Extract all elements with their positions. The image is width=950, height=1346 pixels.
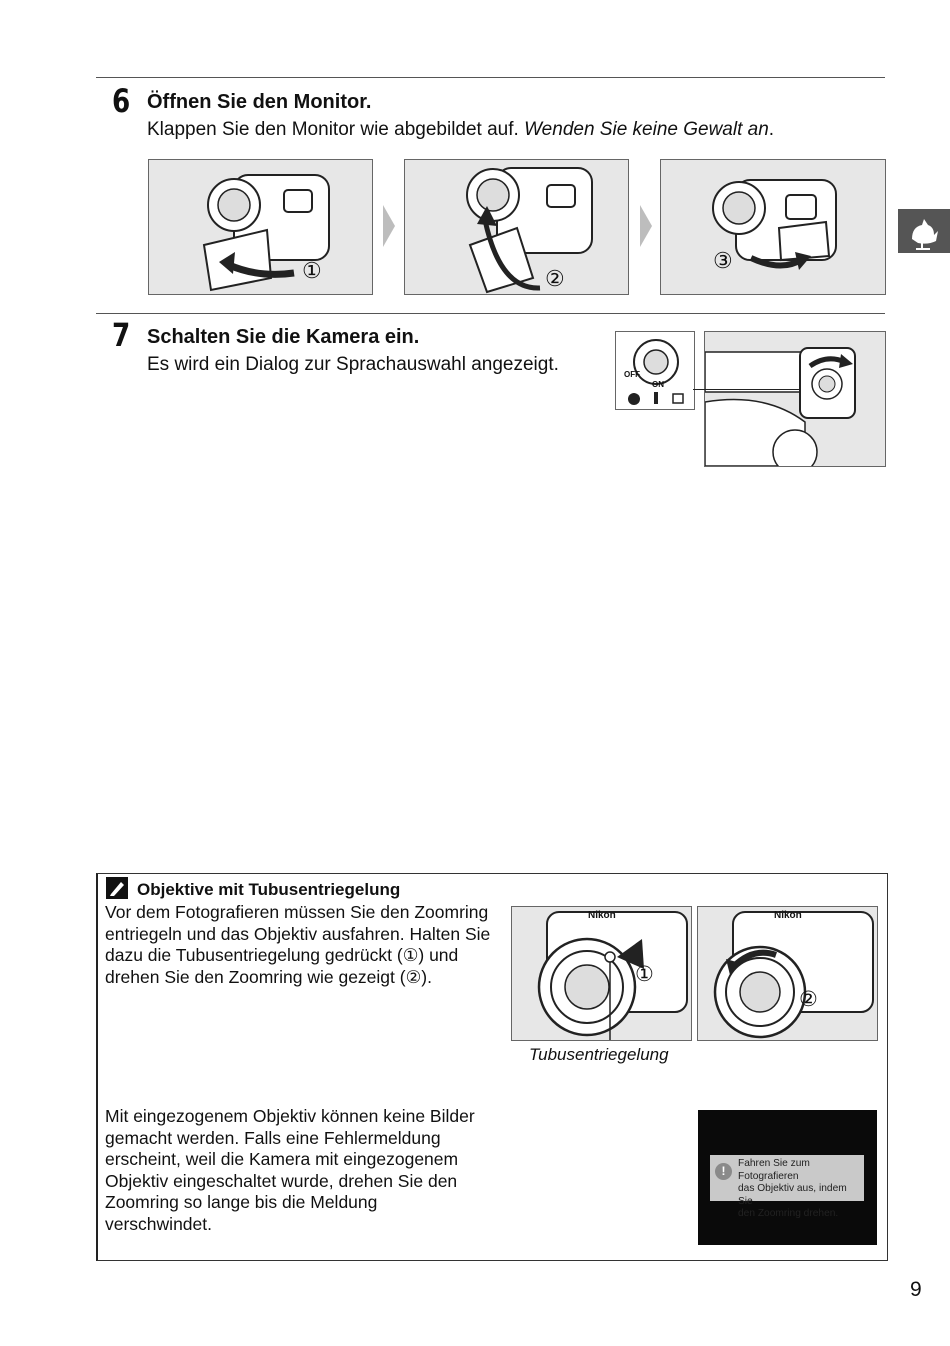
note-p1-line: drehen Sie den Zoomring wie gezeigt (②). — [105, 966, 432, 987]
chevron-right-icon — [383, 205, 395, 247]
step-6-number: 6 — [112, 82, 131, 120]
warning-icon: ! — [715, 1163, 732, 1180]
lens-figure-label-2: ② — [799, 988, 818, 1011]
callout-line — [693, 389, 799, 390]
step-7-title: Schalten Sie die Kamera ein. — [147, 326, 420, 348]
step-7-rule — [96, 313, 885, 314]
monitor-open-figure-2: ② — [404, 159, 629, 295]
switch-off-label: OFF — [624, 370, 640, 379]
error-message-line: das Objektiv aus, indem Sie — [738, 1183, 847, 1207]
camera-error-screen: ! Fahren Sie zum Fotografieren das Objek… — [698, 1110, 877, 1245]
monitor-open-figure-1: ① — [148, 159, 373, 295]
rooster-icon — [912, 219, 938, 250]
page-number: 9 — [910, 1278, 922, 1301]
note-paragraph-2: Mit eingezogenem Objektiv können keine B… — [105, 1106, 475, 1235]
error-message: ! Fahren Sie zum Fotografieren das Objek… — [710, 1155, 864, 1219]
note-p1-line: Vor dem Fotografieren müssen Sie den Zoo… — [105, 902, 489, 922]
section-tab — [898, 209, 950, 253]
note-p2-line: gemacht werden. Falls eine Fehlermeldung — [105, 1127, 441, 1148]
error-message-line: Fahren Sie zum Fotografieren — [738, 1158, 810, 1182]
note-p2-line: Zoomring so lange bis die Meldung — [105, 1192, 378, 1212]
step-6-text-plain: Klappen Sie den Monitor wie abgebildet a… — [147, 119, 519, 140]
step-7-text: Es wird ein Dialog zur Sprachauswahl ang… — [147, 354, 559, 375]
monitor-open-figure-3: ③ — [660, 159, 886, 295]
note-title: Objektive mit Tubusentriegelung — [137, 880, 401, 899]
pencil-icon — [106, 877, 128, 899]
step-7-number: 7 — [112, 316, 131, 354]
figure-label-2: ② — [545, 266, 565, 291]
lens-release-figure-1: Nikon ① — [511, 906, 692, 1041]
switch-on-label: ON — [652, 380, 664, 389]
step-6-text-italic: Wenden Sie keine Gewalt an — [524, 119, 769, 140]
nikon-logo: Nikon — [774, 910, 802, 921]
step-6-text: Klappen Sie den Monitor wie abgebildet a… — [147, 119, 774, 141]
note-p1-line: entriegeln und das Objektiv ausfahren. H… — [105, 923, 491, 944]
note-p2-line: Mit eingezogenem Objektiv können keine B… — [105, 1106, 475, 1126]
note-p2-line: Objektiv eingeschaltet wurde, drehen Sie… — [105, 1170, 458, 1191]
lens-release-figure-2: Nikon ② — [697, 906, 878, 1041]
step-6-text-end: . — [768, 119, 775, 140]
figure-label-1: ① — [302, 258, 322, 283]
step-6-title: Öffnen Sie den Monitor. — [147, 91, 372, 113]
nikon-logo: Nikon — [588, 910, 616, 921]
top-rule — [96, 77, 885, 78]
chevron-right-icon — [640, 205, 652, 247]
note-p2-line: verschwindet. — [105, 1213, 212, 1234]
power-switch-closeup: OFF ON — [615, 331, 695, 410]
error-message-line: den Zoomring drehen. — [738, 1208, 839, 1219]
camera-top-figure — [704, 331, 886, 467]
note-paragraph-1: Vor dem Fotografieren müssen Sie den Zoo… — [105, 902, 490, 988]
note-box — [96, 873, 888, 1261]
note-p1-line: dazu die Tubusentriegelung gedrückt (①) … — [105, 945, 459, 965]
figure-label-3: ③ — [713, 248, 733, 273]
lens-figure-label-1: ① — [635, 963, 654, 986]
note-p2-line: erscheint, weil die Kamera mit eingezoge… — [105, 1149, 459, 1169]
lens-release-caption: Tubusentriegelung — [529, 1045, 669, 1064]
